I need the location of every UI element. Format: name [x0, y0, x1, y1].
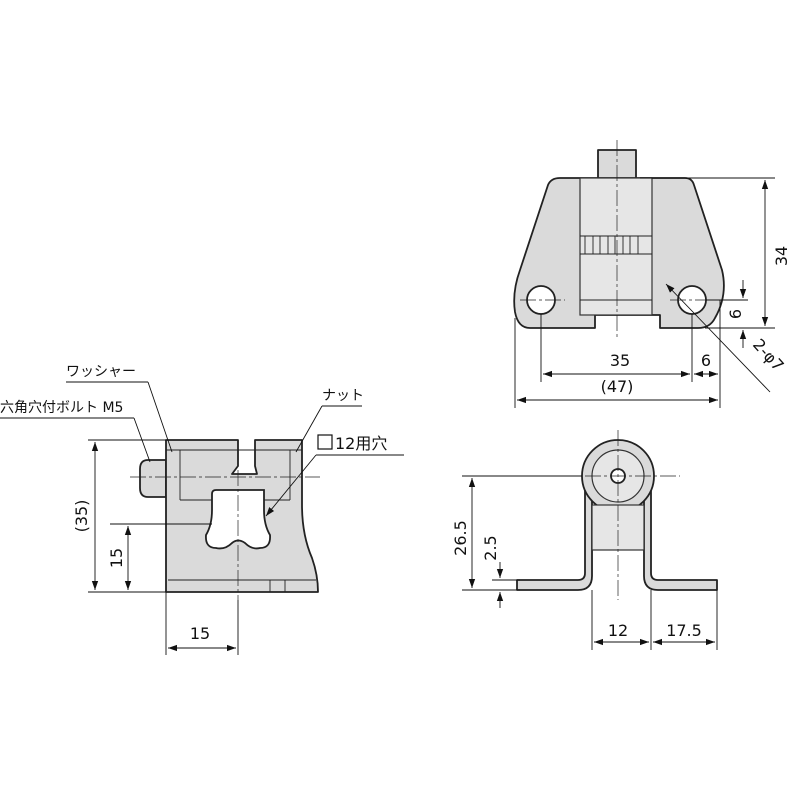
square-hole-symbol — [317, 434, 333, 450]
top-view-center-band — [579, 177, 653, 316]
dim-top-height: 34 — [772, 246, 791, 266]
dim-front-height-lower: 15 — [107, 548, 126, 568]
dim-side-height: 26.5 — [451, 520, 470, 556]
front-view-bolt-head — [139, 459, 167, 498]
front-view-nut-hole — [205, 489, 271, 550]
dim-side-flange: 17.5 — [666, 621, 702, 640]
top-view-slots — [580, 235, 652, 255]
label-washer: ワッシャー — [66, 364, 136, 380]
dim-top-hole-spacing: 35 — [610, 351, 630, 370]
dim-side-width: 12 — [608, 621, 628, 640]
top-view: 34 6 35 6 (47) 2-φ7 — [513, 140, 791, 408]
dim-top-hole-margin: 6 — [701, 351, 711, 370]
dim-front-width-bottom: 15 — [190, 624, 210, 643]
dim-front-height-total: (35) — [72, 500, 91, 533]
side-view: 26.5 2.5 12 17.5 — [451, 430, 718, 650]
front-view: (35) 15 15 ワッシャー 六角穴付ボルト M5 ナット 12用穴 — [0, 364, 404, 655]
dim-top-hole-offset: 6 — [726, 309, 745, 319]
label-square-hole: 12用穴 — [335, 434, 387, 453]
dim-top-hole-diameter: 2-φ7 — [749, 335, 788, 375]
label-hex-bolt: 六角穴付ボルト M5 — [0, 400, 123, 416]
side-view-bracket — [516, 469, 593, 591]
side-view-bracket-right — [643, 469, 718, 591]
dim-top-total-width: (47) — [601, 377, 634, 396]
label-nut: ナット — [322, 388, 364, 404]
dim-side-thickness: 2.5 — [481, 535, 500, 560]
